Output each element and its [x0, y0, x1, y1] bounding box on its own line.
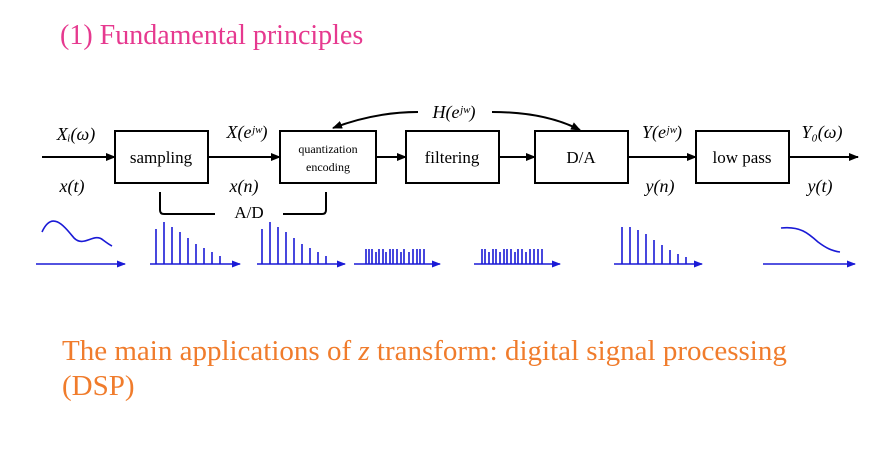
quantized-stems — [261, 222, 327, 264]
page-title: (1) Fundamental principles — [60, 20, 364, 51]
output-signal-label: y(t) — [806, 176, 833, 197]
sampling-label: sampling — [130, 148, 193, 167]
analog-input-curve — [41, 220, 113, 247]
sampled-stems — [155, 222, 221, 264]
filtered-spectrum-label: Y(eʲʷ) — [642, 122, 682, 143]
footer-text-after: transform: digital signal processing (DS… — [62, 335, 787, 403]
output-spectrum-label: Y₀(ω) — [802, 122, 843, 143]
sampled-signal-label: x(n) — [229, 176, 259, 197]
lowpass-block — [695, 130, 790, 184]
filtered-code-pulses — [481, 249, 543, 264]
quantization-label-line1: quantization — [298, 142, 357, 156]
quantization-label-line2: encoding — [306, 160, 350, 174]
filtering-block — [405, 130, 500, 184]
da-output-stems — [621, 227, 687, 264]
filter-response-label: H(eʲʷ) — [432, 102, 476, 123]
h-to-da-arrow — [491, 111, 581, 131]
filtering-label: filtering — [425, 148, 480, 167]
filtered-signal-label: y(n) — [644, 176, 675, 197]
input-spectrum-label: Xᵢ(ω) — [56, 124, 96, 145]
input-signal-label: x(t) — [59, 176, 85, 197]
sampled-spectrum-label: X(eʲʷ) — [226, 122, 268, 143]
ad-brace-left — [159, 192, 215, 215]
da-block — [534, 130, 629, 184]
footer-text-before: The main applications of — [62, 335, 359, 367]
waveform-row — [36, 220, 856, 268]
ad-brace-right — [283, 192, 327, 215]
footer-text: The main applications of z transform: di… — [62, 334, 862, 405]
sampling-block — [114, 130, 209, 184]
lowpass-label: low pass — [712, 148, 771, 167]
footer-variable: z — [358, 335, 370, 367]
encoded-pulses — [365, 249, 425, 264]
analog-output-curve — [780, 226, 841, 253]
da-label: D/A — [566, 148, 596, 167]
quantization-block — [279, 130, 377, 184]
ad-label: A/D — [234, 203, 263, 222]
h-to-quantization-arrow — [332, 111, 419, 129]
